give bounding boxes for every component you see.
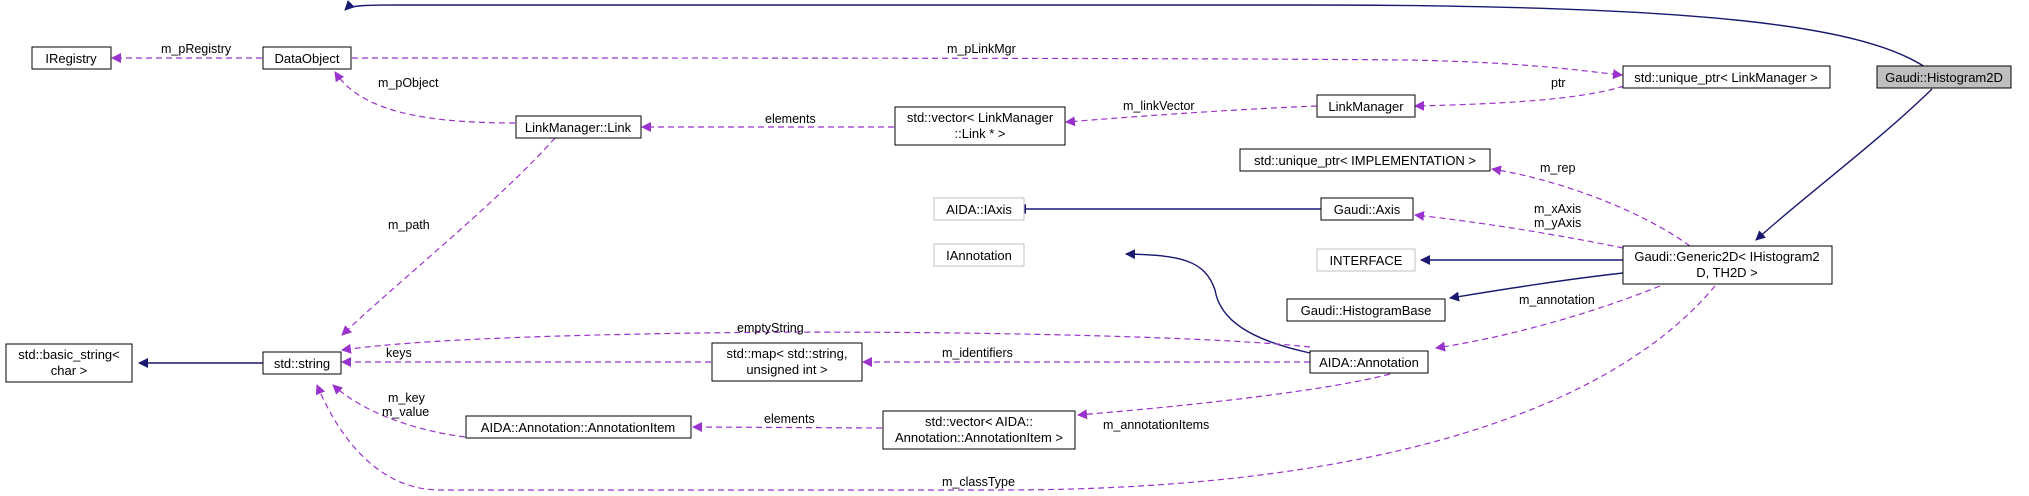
node-std-basic-string[interactable]: std::basic_string< char >	[5, 343, 133, 383]
edge-annotationitem-to-stdstring	[332, 384, 466, 438]
node-label: INTERFACE	[1330, 253, 1403, 268]
node-label-line2: D, TH2D >	[1696, 265, 1758, 280]
node-label: AIDA::Annotation::AnnotationItem	[481, 420, 675, 435]
node-linkmanager[interactable]: LinkManager	[1316, 94, 1416, 118]
label-m-key: m_key	[388, 391, 426, 405]
label-m-classtype: m_classType	[942, 475, 1015, 489]
edge-generic2d-to-stdstring	[315, 285, 1716, 491]
node-gaudi-axis[interactable]: Gaudi::Axis	[1320, 197, 1414, 221]
label-m-identifiers: m_identifiers	[942, 346, 1013, 360]
edge-annotation-to-vectoritems	[1077, 373, 1391, 420]
edge-vectoritems-to-annotationitem	[692, 422, 883, 433]
node-vector-link[interactable]: std::vector< LinkManager ::Link * >	[894, 106, 1066, 146]
edge-generic2d-to-histogrambase	[1449, 272, 1624, 302]
label-emptystring: emptyString	[737, 321, 804, 335]
label-m-linkvector: m_linkVector	[1123, 99, 1195, 113]
node-gaudi-histogrambase[interactable]: Gaudi::HistogramBase	[1286, 298, 1446, 322]
edge-link-to-dataobject	[334, 71, 516, 124]
label-m-xaxis: m_xAxis	[1534, 202, 1581, 216]
node-label-line1: std::vector< AIDA::	[925, 414, 1033, 429]
node-label-line2: unsigned int >	[746, 362, 827, 377]
node-label: LinkManager::Link	[525, 120, 632, 135]
node-linkmanager-link[interactable]: LinkManager::Link	[515, 115, 642, 139]
edge-dataobject-to-uniqueptr	[351, 57, 1623, 80]
node-label: Gaudi::HistogramBase	[1301, 303, 1432, 318]
node-label-line2: Annotation::AnnotationItem >	[895, 430, 1063, 445]
node-label: LinkManager	[1328, 99, 1404, 114]
node-label: std::unique_ptr< LinkManager >	[1634, 70, 1818, 85]
node-label: Gaudi::Axis	[1334, 202, 1401, 217]
node-label: Gaudi::Histogram2D	[1885, 70, 2003, 85]
edge-histogram2d-to-generic2d	[1755, 88, 1933, 241]
label-m-path: m_path	[388, 218, 430, 232]
edge-uniqueptr-to-linkmanager	[1414, 85, 1625, 111]
node-annotation-item[interactable]: AIDA::Annotation::AnnotationItem	[465, 415, 692, 439]
node-aida-iaxis[interactable]: AIDA::IAxis	[933, 197, 1025, 221]
node-aida-annotation[interactable]: AIDA::Annotation	[1309, 350, 1429, 374]
node-label: AIDA::Annotation	[1319, 355, 1419, 370]
edge-generic2d-to-annotation	[1435, 285, 1661, 352]
node-label-line2: char >	[51, 363, 88, 378]
node-label: IRegistry	[45, 51, 97, 66]
node-label: IAnnotation	[946, 248, 1012, 263]
label-elements-links: elements	[765, 112, 816, 126]
node-std-map[interactable]: std::map< std::string, unsigned int >	[711, 342, 863, 382]
node-vector-annotation-items[interactable]: std::vector< AIDA:: Annotation::Annotati…	[882, 410, 1076, 450]
node-label: std::string	[274, 356, 330, 371]
node-unique-ptr-linkmanager[interactable]: std::unique_ptr< LinkManager >	[1622, 65, 1831, 89]
node-unique-ptr-implementation[interactable]: std::unique_ptr< IMPLEMENTATION >	[1239, 148, 1491, 172]
edge-link-to-stdstring	[341, 137, 556, 336]
label-keys: keys	[386, 346, 412, 360]
node-label-line1: Gaudi::Generic2D< IHistogram2	[1634, 249, 1819, 264]
label-m-plinkmgr: m_pLinkMgr	[947, 42, 1016, 56]
label-m-annotation: m_annotation	[1519, 293, 1595, 307]
node-label-line2: ::Link * >	[955, 126, 1006, 141]
edge-histogram2d-to-dataobject	[344, 0, 1926, 68]
node-label: std::unique_ptr< IMPLEMENTATION >	[1254, 153, 1476, 168]
label-m-value: m_value	[382, 405, 429, 419]
label-m-annotationitems: m_annotationItems	[1103, 418, 1209, 432]
label-m-pobject: m_pObject	[378, 76, 439, 90]
node-iregistry[interactable]: IRegistry	[31, 46, 112, 70]
label-m-pregistry: m_pRegistry	[161, 42, 232, 56]
node-interface[interactable]: INTERFACE	[1316, 248, 1416, 272]
node-label-line1: std::basic_string<	[18, 347, 120, 362]
node-label: DataObject	[274, 51, 339, 66]
node-label-line1: std::map< std::string,	[726, 346, 847, 361]
label-m-rep: m_rep	[1540, 161, 1575, 175]
edge-annotation-to-stdstring-emptystring	[341, 331, 1311, 354]
edge-generic2d-to-uniqueptr-impl	[1491, 165, 1691, 247]
label-m-yaxis: m_yAxis	[1534, 216, 1581, 230]
node-iannotation[interactable]: IAnnotation	[933, 243, 1025, 267]
node-label: AIDA::IAxis	[946, 202, 1012, 217]
node-std-string[interactable]: std::string	[262, 351, 342, 375]
node-label-line1: std::vector< LinkManager	[907, 110, 1054, 125]
node-gaudi-histogram2d[interactable]: Gaudi::Histogram2D	[1876, 65, 2012, 89]
edge-annotation-to-iannotation	[1125, 249, 1311, 354]
edge-generic2d-to-gaudiaxis	[1414, 210, 1624, 249]
label-elements-items: elements	[764, 412, 815, 426]
label-ptr: ptr	[1551, 76, 1566, 90]
node-gaudi-generic2d[interactable]: Gaudi::Generic2D< IHistogram2 D, TH2D >	[1622, 245, 1833, 285]
node-dataobject[interactable]: DataObject	[262, 46, 352, 70]
